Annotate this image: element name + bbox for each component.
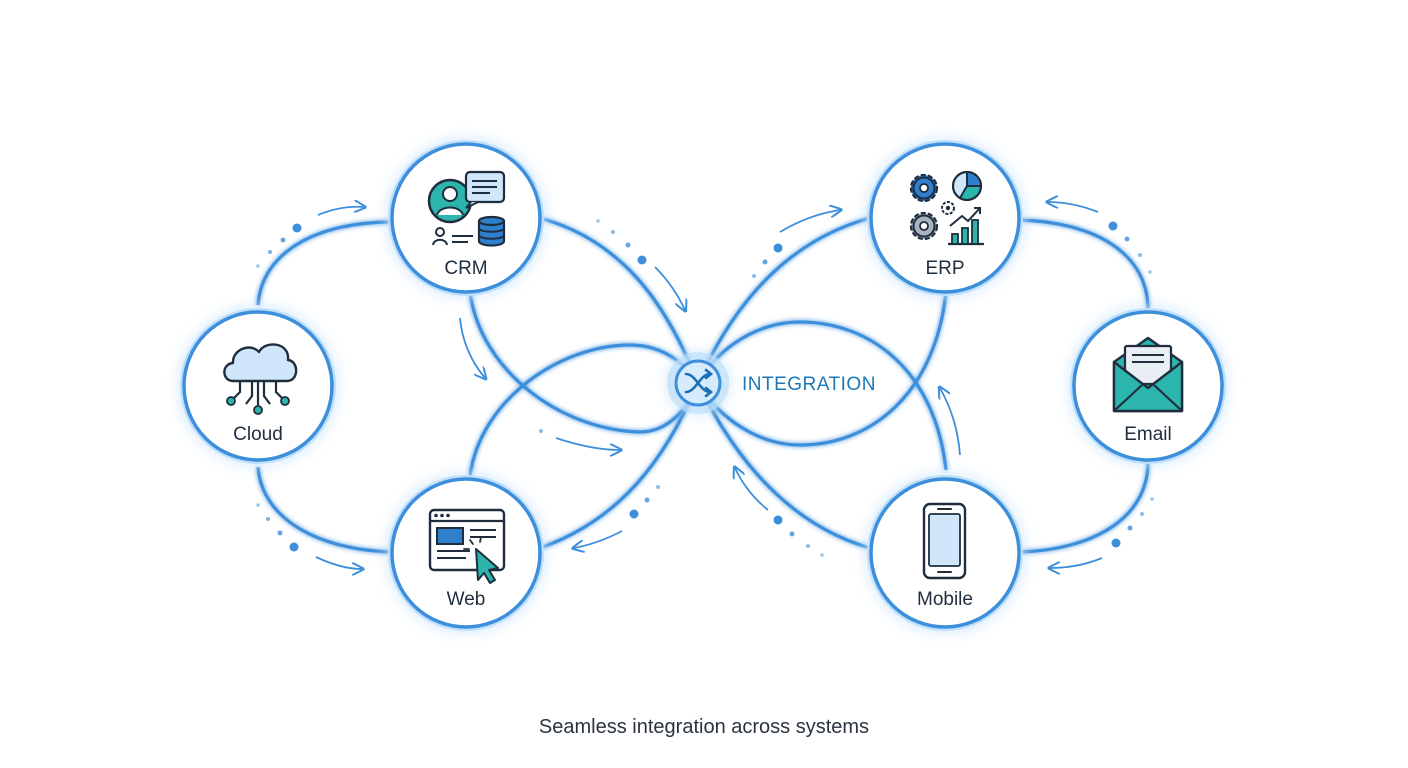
trail-dot (820, 553, 824, 557)
trail-dot (752, 274, 756, 278)
diagram-caption: Seamless integration across systems (538, 716, 870, 738)
gear-icon (909, 211, 939, 241)
trail-dot (762, 259, 768, 265)
flow-arrow (735, 468, 769, 511)
loop-hub-mobile-outer (696, 382, 871, 550)
node-label-crm: CRM (444, 258, 487, 279)
node-label-email: Email (1124, 424, 1172, 445)
bar-chart-icon (948, 207, 984, 246)
gear-icon (941, 201, 955, 215)
trail-dot (656, 485, 660, 489)
dot-trails (256, 219, 1154, 557)
trail-dot (806, 544, 810, 548)
trail-dot (1140, 512, 1144, 516)
trail-dot (539, 429, 543, 433)
flow-arrow (574, 530, 623, 548)
flow-arrow (779, 210, 840, 233)
hub-label: INTEGRATION (742, 374, 876, 395)
flow-arrow (1050, 557, 1103, 568)
trail-dot (629, 509, 639, 519)
erp-icon (909, 170, 984, 246)
trail-dot (773, 515, 783, 525)
flow-arrow (315, 556, 362, 569)
trail-dot (1127, 525, 1133, 531)
trail-dot (292, 223, 302, 233)
trail-dot (773, 243, 783, 253)
loop-hub-erp-outer (696, 216, 871, 384)
flow-arrow (940, 388, 961, 456)
cloud-icon (223, 343, 298, 415)
trail-dot (644, 497, 650, 503)
node-erp[interactable]: ERP (867, 140, 1023, 296)
web-browser-icon (428, 508, 506, 584)
shuffle-icon (684, 368, 714, 398)
node-label-erp: ERP (925, 258, 964, 279)
loop-web-hub-outer (539, 382, 700, 550)
node-email[interactable]: Email (1070, 308, 1226, 464)
trail-dot (625, 242, 631, 248)
node-label-web: Web (447, 589, 486, 610)
flow-arrow (459, 317, 485, 378)
smartphone-icon (922, 502, 967, 580)
trail-dot (596, 219, 600, 223)
envelope-icon (1112, 336, 1184, 413)
node-circle (869, 142, 1021, 294)
trail-dot (277, 530, 283, 536)
loop-crm-hub-inner (468, 291, 700, 434)
loop-mobile-email (1019, 461, 1150, 554)
trail-dot (611, 230, 615, 234)
trail-dot (1150, 497, 1154, 501)
node-web[interactable]: Web (388, 475, 544, 631)
loop-crm-hub-outer (539, 216, 700, 384)
trail-dot (289, 542, 299, 552)
loop-erp-email (1019, 218, 1150, 311)
flow-arrow (1048, 202, 1099, 213)
node-cloud[interactable]: Cloud (180, 308, 336, 464)
loop-hub-erp-inner (696, 320, 948, 471)
flow-arrows (315, 202, 1103, 569)
connection-lines (256, 216, 1150, 554)
trail-dot (1138, 253, 1142, 257)
loop-cloud-web (256, 466, 393, 554)
pie-chart-icon (951, 170, 983, 202)
gear-icon (909, 173, 939, 203)
node-crm[interactable]: CRM (388, 140, 544, 296)
flow-arrow (654, 266, 685, 310)
crm-icon (427, 170, 506, 247)
loop-hub-mobile-inner (696, 291, 948, 447)
trail-dot (1108, 221, 1118, 231)
flow-arrow (555, 437, 620, 450)
node-label-cloud: Cloud (233, 424, 283, 445)
trail-dot (268, 250, 272, 254)
trail-dot (1148, 270, 1152, 274)
node-mobile[interactable]: Mobile (867, 475, 1023, 631)
trail-dot (637, 255, 647, 265)
trail-dot (789, 531, 795, 537)
trail-dot (256, 264, 260, 268)
trail-dot (1124, 236, 1130, 242)
trail-dot (1111, 538, 1121, 548)
trail-dot (266, 517, 270, 521)
loop-cloud-crm (256, 220, 393, 306)
trail-dot (256, 503, 260, 507)
trail-dot (280, 237, 286, 243)
integration-hub[interactable]: INTEGRATION (667, 352, 876, 414)
node-label-mobile: Mobile (917, 589, 973, 610)
flow-arrow (317, 207, 364, 216)
